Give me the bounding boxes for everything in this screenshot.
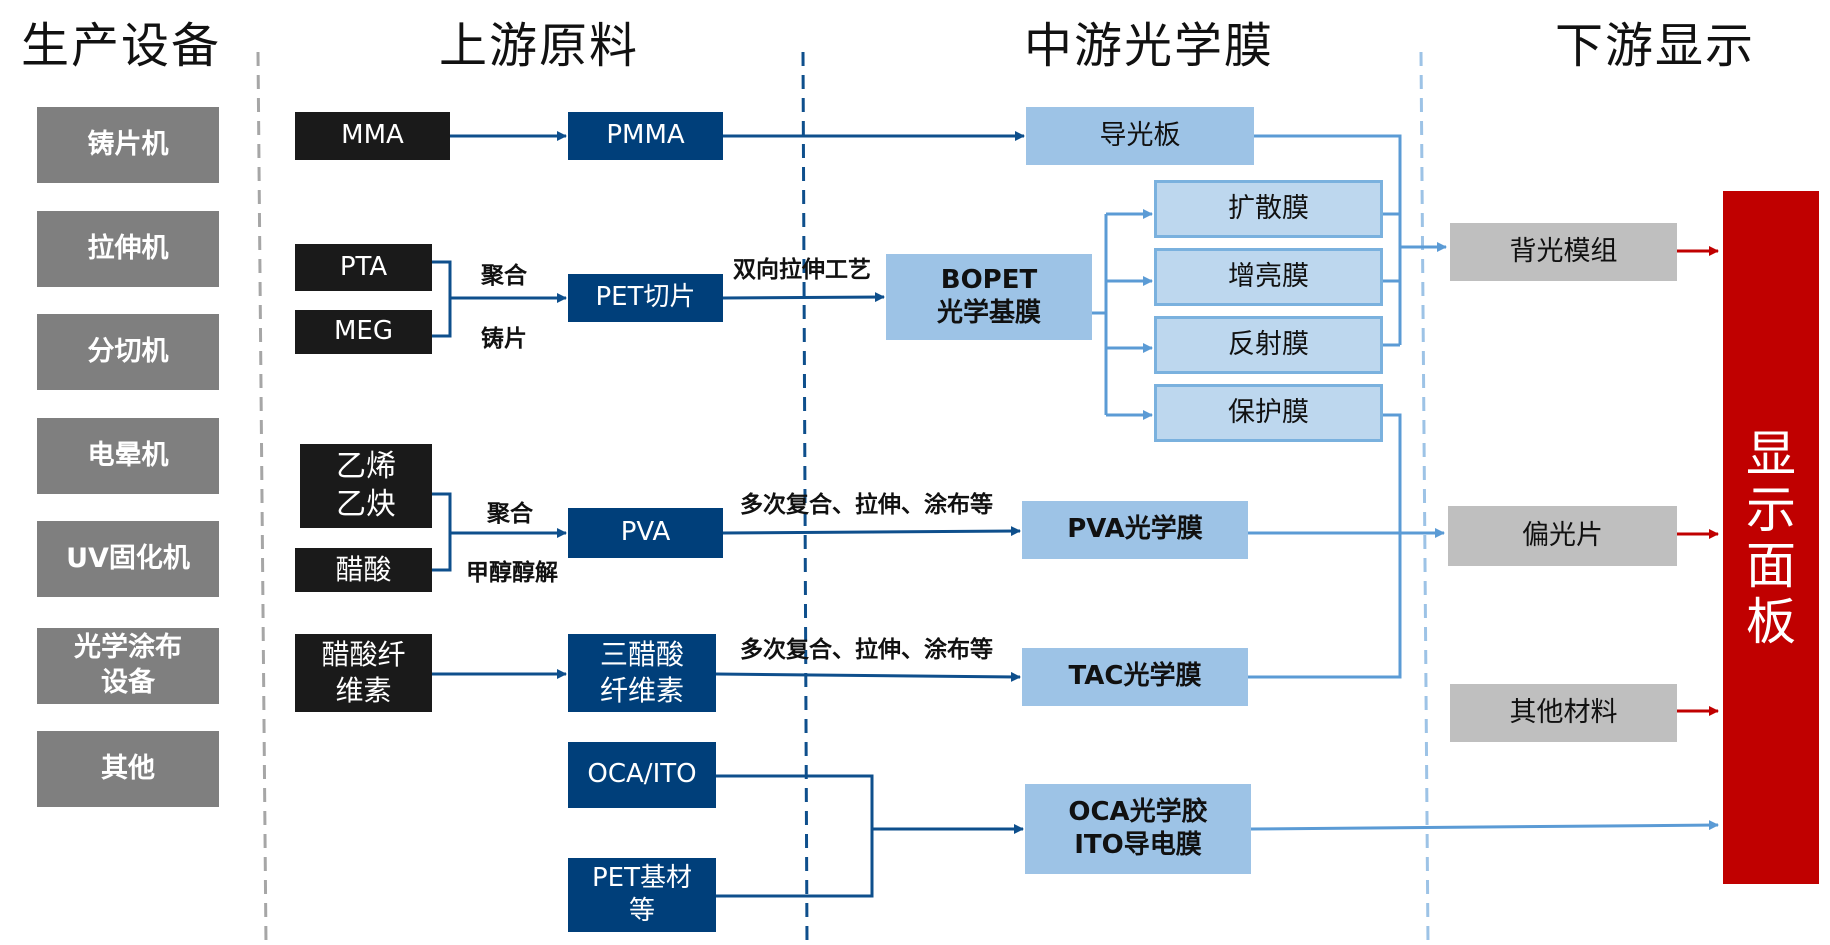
bracket-pta-meg <box>432 260 452 338</box>
arrow-petchip-bopet <box>722 292 885 303</box>
separator-upstream <box>801 51 809 945</box>
material-pet-base: PET基材 等 <box>568 858 716 932</box>
material-pta: PTA <box>295 244 432 291</box>
material-cellulose-acetate: 醋酸纤 维素 <box>295 634 432 712</box>
film-light-guide: 导光板 <box>1026 107 1254 165</box>
header-midstream: 中游光学膜 <box>1023 18 1275 74</box>
wire-lightguide-backlight <box>1254 134 1402 345</box>
arrow-pva-pvafilm <box>722 526 1021 537</box>
equipment-casting-machine: 铸片机 <box>37 107 219 183</box>
label-pva-process: 多次复合、拉伸、涂布等 <box>740 492 993 518</box>
header-downstream: 下游显示 <box>1554 18 1756 74</box>
header-equipment: 生产设备 <box>20 18 222 74</box>
film-oca-ito: OCA光学胶 ITO导电膜 <box>1025 784 1251 874</box>
material-triacetyl-cellulose: 三醋酸 纤维素 <box>568 634 716 712</box>
downstream-polarizer: 偏光片 <box>1448 506 1677 566</box>
downstream-backlight-module: 背光模组 <box>1450 223 1677 281</box>
bracket-ethylene-acetic <box>432 492 452 572</box>
film-reflective: 反射膜 <box>1154 316 1383 374</box>
equipment-stretching-machine: 拉伸机 <box>37 211 219 287</box>
label-biaxial-stretching: 双向拉伸工艺 <box>733 257 871 283</box>
label-tac-process: 多次复合、拉伸、涂布等 <box>740 637 993 663</box>
film-diffusion: 扩散膜 <box>1154 180 1383 238</box>
arrow-oca-panel <box>1250 820 1719 831</box>
wire-protective-polarizer <box>1248 413 1402 679</box>
separator-equipment <box>256 51 268 945</box>
material-acetic-acid: 醋酸 <box>295 548 432 592</box>
equipment-optical-coating: 光学涂布 设备 <box>37 628 219 704</box>
material-meg: MEG <box>295 310 432 354</box>
material-ethylene-acetylene: 乙烯 乙炔 <box>300 444 432 528</box>
arrow-tac-tacfilm <box>715 671 1021 682</box>
label-methanolysis: 甲醇醇解 <box>466 560 558 586</box>
material-pmma: PMMA <box>568 112 723 160</box>
material-pet-chip: PET切片 <box>568 274 723 322</box>
material-mma: MMA <box>295 112 450 160</box>
equipment-uv-curing-machine: UV固化机 <box>37 521 219 597</box>
label-casting: 铸片 <box>481 326 527 352</box>
equipment-slitting-machine: 分切机 <box>37 314 219 390</box>
separator-downstream <box>1419 51 1430 945</box>
display-panel: 显 示 面 板 <box>1723 191 1819 884</box>
film-brightness-enhancement: 增亮膜 <box>1154 248 1383 306</box>
label-polymerize-1: 聚合 <box>481 263 527 289</box>
wire-oca-merge <box>716 774 874 898</box>
film-bopet-base: BOPET 光学基膜 <box>886 254 1092 340</box>
equipment-other: 其他 <box>37 731 219 807</box>
film-pva-optical: PVA光学膜 <box>1022 501 1248 559</box>
downstream-other-materials: 其他材料 <box>1450 684 1677 742</box>
film-tac-optical: TAC光学膜 <box>1022 648 1248 706</box>
material-oca-ito: OCA/ITO <box>568 742 716 808</box>
material-pva: PVA <box>568 508 723 558</box>
equipment-corona-machine: 电晕机 <box>37 418 219 494</box>
header-upstream: 上游原料 <box>438 18 640 74</box>
label-polymerize-2: 聚合 <box>487 501 533 527</box>
film-protective: 保护膜 <box>1154 384 1383 442</box>
